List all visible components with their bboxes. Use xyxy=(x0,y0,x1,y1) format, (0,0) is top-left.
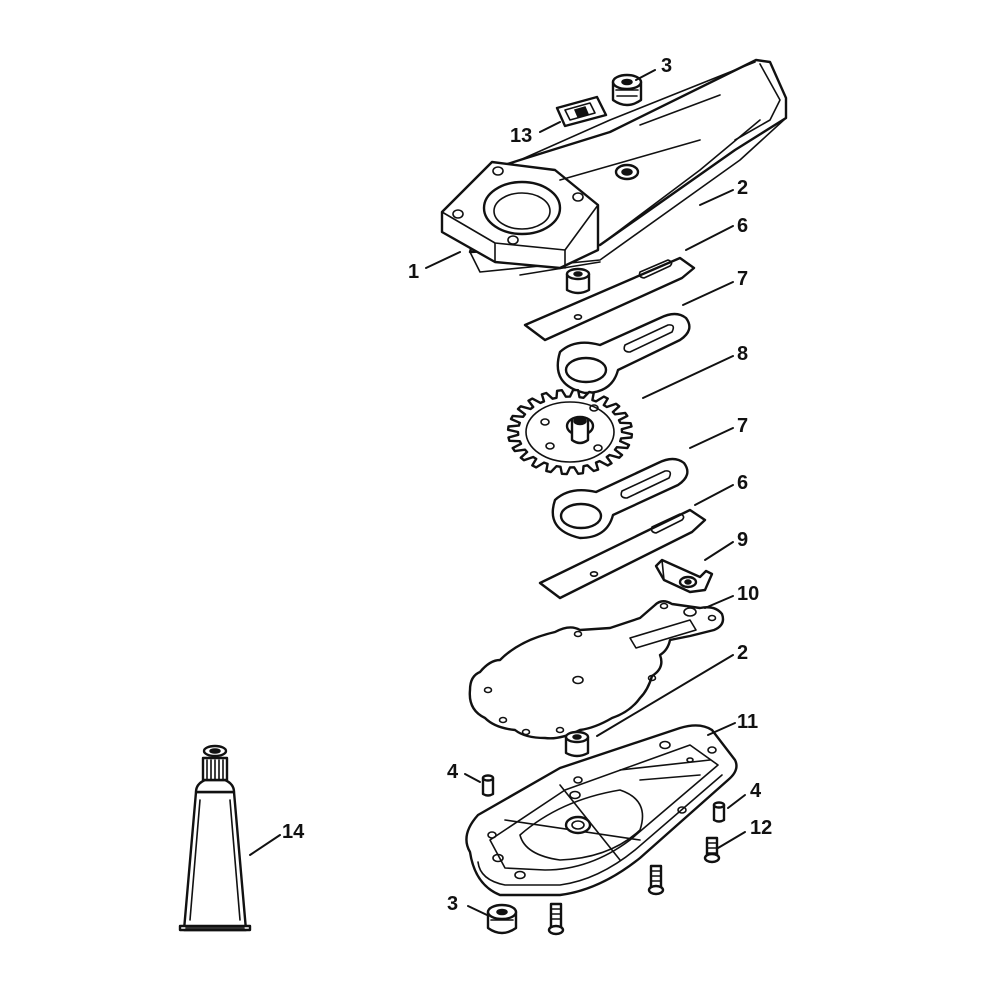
callout-9: 9 xyxy=(737,529,748,551)
warning-label-part-13 xyxy=(555,95,608,128)
slide-plate-part-6-bottom xyxy=(538,508,707,600)
leader-lines xyxy=(249,69,746,916)
bracket-part-9 xyxy=(654,558,714,594)
connecting-link-part-7-bottom xyxy=(551,457,689,540)
callout-1: 1 xyxy=(408,261,419,283)
cover-plate-part-11 xyxy=(465,724,738,897)
callout-12: 12 xyxy=(750,817,772,839)
callout-labels: 1 2 3 13 6 7 8 7 6 9 10 2 11 4 4 12 14 3 xyxy=(282,55,772,915)
callout-10: 10 xyxy=(737,583,759,605)
screw-part-12-b xyxy=(647,864,665,896)
sleeve-part-2-bottom xyxy=(564,730,590,758)
callout-4-left: 4 xyxy=(447,761,459,783)
gasket-part-10 xyxy=(468,600,725,740)
callout-2-top: 2 xyxy=(737,177,748,199)
callout-3-top: 3 xyxy=(661,55,672,77)
callout-14: 14 xyxy=(282,821,305,843)
dowel-pin-part-4-left xyxy=(481,774,495,797)
callout-13: 13 xyxy=(510,125,532,147)
callout-7-bottom: 7 xyxy=(737,415,748,437)
gear-housing-part-1 xyxy=(440,58,788,276)
callout-7-top: 7 xyxy=(737,268,748,290)
drive-gear-part-8 xyxy=(506,388,634,476)
callout-3-bottom: 3 xyxy=(447,893,458,915)
sleeve-part-2-top xyxy=(565,267,591,295)
callout-11: 11 xyxy=(737,711,758,733)
screw-part-12-a xyxy=(703,836,721,864)
dowel-pin-part-4-right xyxy=(712,801,726,823)
grease-tube-part-14 xyxy=(178,744,252,932)
connecting-link-part-7-top xyxy=(556,312,691,395)
callout-6-top: 6 xyxy=(737,215,748,237)
callout-4-right: 4 xyxy=(750,780,762,802)
callout-2-bottom: 2 xyxy=(737,642,748,664)
screw-part-12-c xyxy=(547,902,565,936)
grease-plug-part-3-bottom xyxy=(486,903,518,935)
grease-plug-part-3-top xyxy=(611,73,643,107)
callout-6-bottom: 6 xyxy=(737,472,748,494)
slide-plate-part-6-top xyxy=(523,256,696,342)
callout-8: 8 xyxy=(737,343,748,365)
